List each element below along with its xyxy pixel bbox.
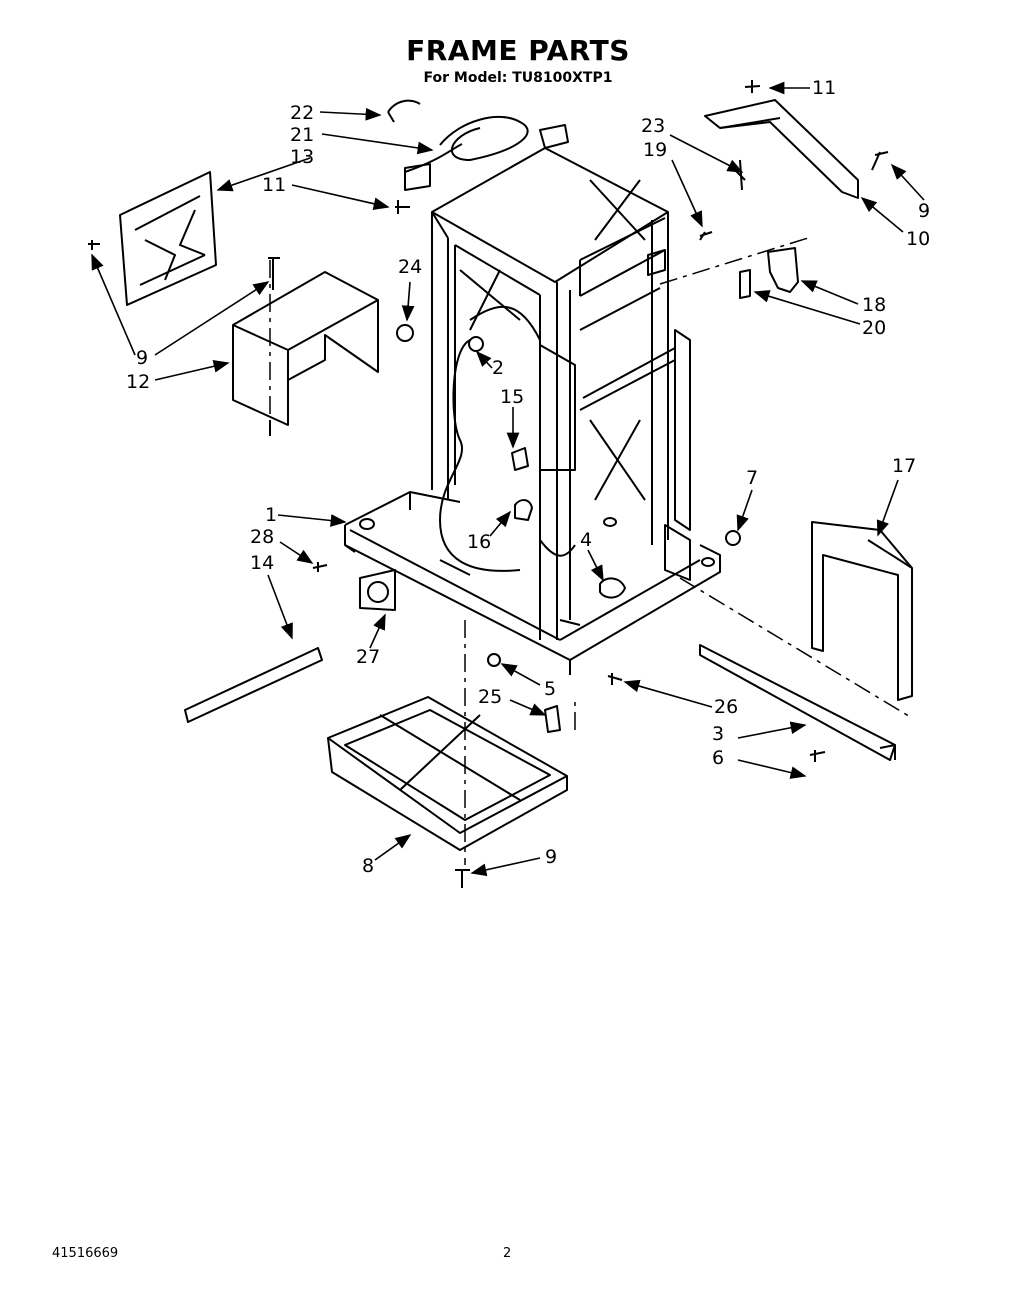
side-panel-13 <box>119 171 217 306</box>
callout-15: 15 <box>500 386 524 408</box>
callout-5: 5 <box>544 678 556 700</box>
cord-clip-22 <box>387 99 421 123</box>
switch-bracket-18 <box>739 247 799 299</box>
callout-8: 8 <box>362 855 374 877</box>
callout-20: 20 <box>862 317 886 339</box>
callout-9-left: 9 <box>136 347 148 369</box>
kickplate-14 <box>184 647 323 723</box>
callout-1: 1 <box>265 504 277 526</box>
callout-28: 28 <box>250 526 274 548</box>
callout-11-top: 11 <box>812 77 836 99</box>
callout-7: 7 <box>746 467 758 489</box>
page-title: FRAME PARTS <box>406 34 630 67</box>
alignment-lines <box>269 237 913 865</box>
power-cord-21 <box>404 115 569 191</box>
callout-27: 27 <box>356 646 380 668</box>
document-number: 41516669 <box>52 1246 119 1261</box>
callout-24: 24 <box>398 256 422 278</box>
callout-13: 13 <box>290 146 314 168</box>
callout-14: 14 <box>250 552 274 574</box>
callout-12: 12 <box>126 371 150 393</box>
callout-18: 18 <box>862 294 886 316</box>
callout-22: 22 <box>290 102 314 124</box>
bottom-pan-8 <box>327 696 568 851</box>
rail-3 <box>699 644 896 761</box>
tub-frame-part <box>431 147 691 640</box>
callout-11: 11 <box>262 174 286 196</box>
model-subtitle: For Model: TU8100XTP1 <box>423 70 613 86</box>
callout-21: 21 <box>290 124 314 146</box>
callout-3: 3 <box>712 723 724 745</box>
callout-19: 19 <box>643 139 667 161</box>
page-number: 2 <box>503 1246 512 1261</box>
bracket-10 <box>704 99 859 199</box>
heat-shield-12 <box>232 271 379 436</box>
callout-9-right: 9 <box>918 200 930 222</box>
callout-2: 2 <box>492 357 504 379</box>
callout-6: 6 <box>712 747 724 769</box>
callout-23: 23 <box>641 115 665 137</box>
leader-lines <box>91 81 925 877</box>
callout-16: 16 <box>467 531 491 553</box>
wire-harness <box>439 339 521 572</box>
side-panel-17 <box>811 521 913 701</box>
callout-25: 25 <box>478 686 502 708</box>
callout-9-bottom: 9 <box>545 846 557 868</box>
callout-10: 10 <box>906 228 930 250</box>
callout-labels: 22 21 13 11 9 12 24 2 15 1 28 14 16 27 4… <box>126 77 930 877</box>
callout-4: 4 <box>580 529 592 551</box>
callout-26: 26 <box>714 696 738 718</box>
base-frame-part <box>344 491 721 675</box>
callout-17: 17 <box>892 455 916 477</box>
screws <box>88 80 889 888</box>
